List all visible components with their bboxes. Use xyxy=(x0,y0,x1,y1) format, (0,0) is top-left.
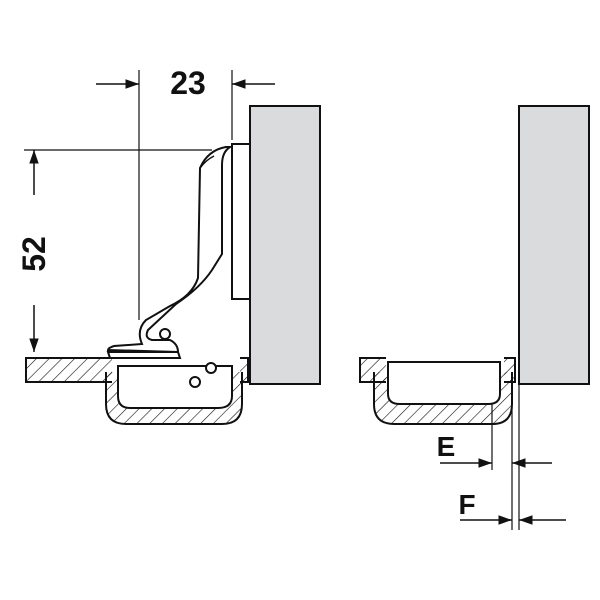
dimension-width-label: 23 xyxy=(170,65,206,101)
left-mounting-plate xyxy=(231,143,251,300)
left-view: 23 52 xyxy=(16,65,321,425)
dimension-height-label: 52 xyxy=(16,236,52,272)
dimension-height: 52 xyxy=(16,149,212,352)
arm-pivot xyxy=(159,328,171,340)
left-side-panel xyxy=(249,105,321,385)
right-view: E F xyxy=(359,105,590,530)
right-hinge-cup xyxy=(373,361,513,425)
dimension-f-label: F xyxy=(458,489,475,520)
right-side-panel xyxy=(518,105,590,385)
dimension-f: F xyxy=(458,489,566,525)
rivet-2 xyxy=(189,376,201,388)
dimension-width: 23 xyxy=(96,65,275,320)
rivet-1 xyxy=(205,362,217,374)
dimension-e: E xyxy=(437,431,552,468)
dimension-e-label: E xyxy=(437,431,456,462)
left-hinge-cup xyxy=(105,362,243,425)
left-hinge-arm xyxy=(106,146,234,359)
